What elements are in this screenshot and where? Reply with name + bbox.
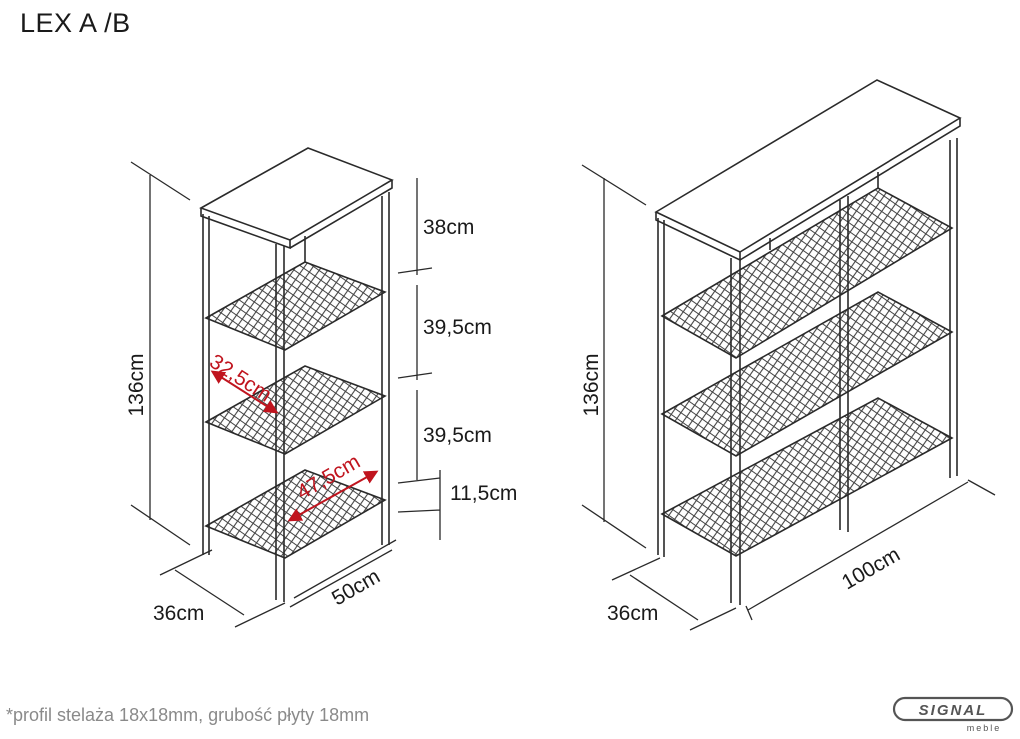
right-width-label: 100cm bbox=[838, 543, 904, 594]
brand-name: SIGNAL bbox=[919, 702, 988, 719]
right-width-dim-line bbox=[745, 479, 996, 621]
left-height-dim-line bbox=[130, 161, 191, 546]
left-gap-2-label: 39,5cm bbox=[423, 316, 492, 339]
left-top-board bbox=[199, 147, 394, 250]
left-shelf-1 bbox=[204, 261, 387, 351]
left-depth-label: 36cm bbox=[153, 602, 204, 625]
right-shelf-3 bbox=[660, 397, 954, 557]
brand-sub: meble bbox=[967, 723, 1002, 733]
left-gap-4-label: 11,5cm bbox=[450, 482, 517, 505]
left-gap-1-label: 38cm bbox=[423, 216, 474, 239]
inner-depth-arrow bbox=[210, 370, 279, 414]
right-shelf-unit: 136cm 36cm 100cm bbox=[580, 79, 996, 631]
left-width-dim-line bbox=[289, 539, 397, 608]
right-depth-label: 36cm bbox=[607, 602, 658, 625]
left-width-label: 50cm bbox=[328, 565, 384, 611]
left-legs bbox=[202, 192, 390, 602]
right-top-board bbox=[654, 79, 962, 262]
left-shelf-unit: 136cm 36cm 50cm 38cm 39,5cm 39,5cm 11,5c… bbox=[125, 147, 517, 628]
right-shelf-1 bbox=[660, 187, 954, 359]
left-gaps-dim-line bbox=[397, 178, 441, 540]
page-title: LEX A /B bbox=[20, 8, 131, 38]
left-gap-3-label: 39,5cm bbox=[423, 424, 492, 447]
right-height-label: 136cm bbox=[580, 353, 603, 416]
right-legs bbox=[657, 138, 958, 605]
inner-width-arrow bbox=[287, 470, 379, 522]
right-shelf-2 bbox=[660, 291, 954, 457]
inner-depth-label: 32,5cm bbox=[205, 350, 275, 407]
footnote: *profil stelaża 18x18mm, grubość płyty 1… bbox=[6, 705, 370, 725]
left-height-label: 136cm bbox=[125, 353, 148, 416]
signal-logo: SIGNAL meble bbox=[892, 696, 1014, 733]
right-depth-dim-line bbox=[611, 557, 737, 631]
right-height-dim-line bbox=[581, 164, 647, 549]
left-depth-dim-line bbox=[159, 549, 286, 628]
